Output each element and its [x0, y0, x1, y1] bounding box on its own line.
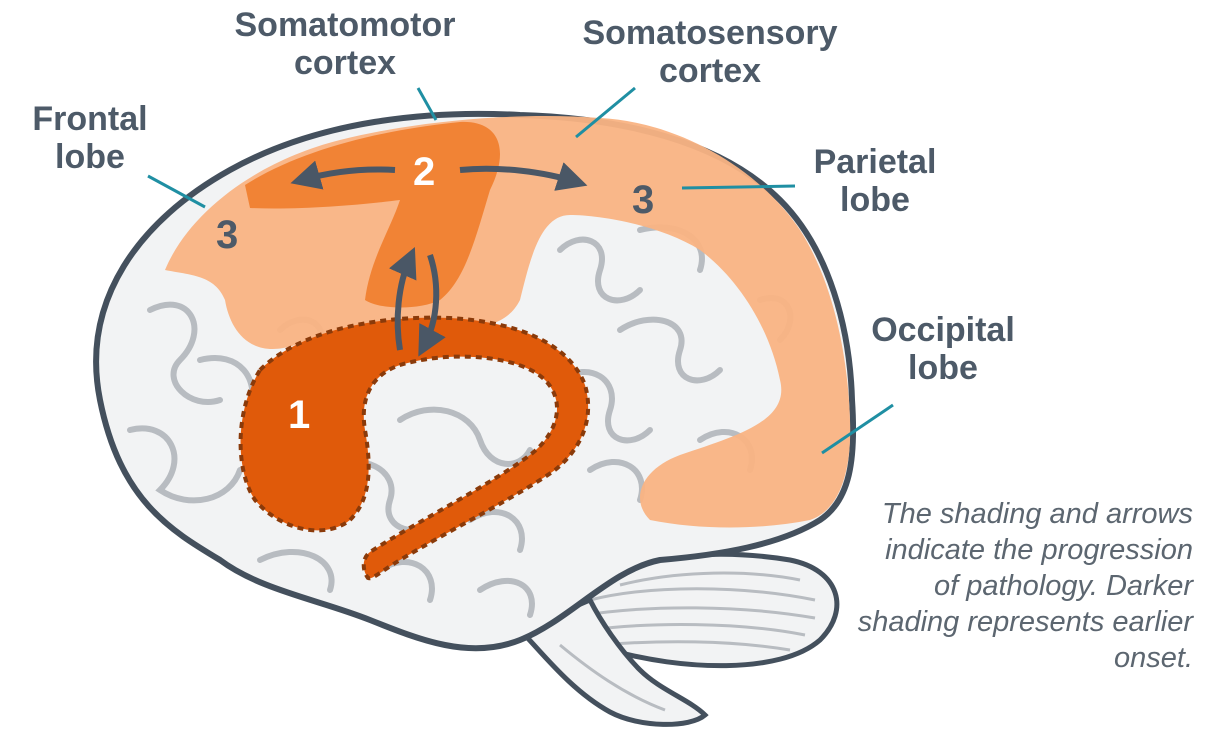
label-occipital-line2: lobe [858, 349, 1028, 387]
label-frontal-lobe-line2: lobe [20, 138, 160, 176]
label-parietal-line1: Parietal [780, 143, 970, 181]
label-somatosensory-line1: Somatosensory [545, 14, 875, 52]
label-frontal-lobe-line1: Frontal [20, 100, 160, 138]
label-parietal-line2: lobe [780, 181, 970, 219]
label-somatomotor-cortex: Somatomotor cortex [205, 6, 485, 82]
stage-3-parietal-marker: 3 [632, 180, 654, 220]
caption-text: The shading and arrows indicate the prog… [853, 496, 1193, 676]
label-parietal-lobe: Parietal lobe [780, 143, 970, 219]
stage-1-marker: 1 [288, 395, 310, 435]
label-somatomotor-line2: cortex [205, 44, 485, 82]
label-somatosensory-line2: cortex [545, 52, 875, 90]
label-somatosensory-cortex: Somatosensory cortex [545, 14, 875, 90]
label-occipital-lobe: Occipital lobe [858, 311, 1028, 387]
label-frontal-lobe: Frontal lobe [20, 100, 160, 176]
label-somatomotor-line1: Somatomotor [205, 6, 485, 44]
stage-2-marker: 2 [413, 152, 435, 192]
label-occipital-line1: Occipital [858, 311, 1028, 349]
stage-3-frontal-marker: 3 [216, 215, 238, 255]
